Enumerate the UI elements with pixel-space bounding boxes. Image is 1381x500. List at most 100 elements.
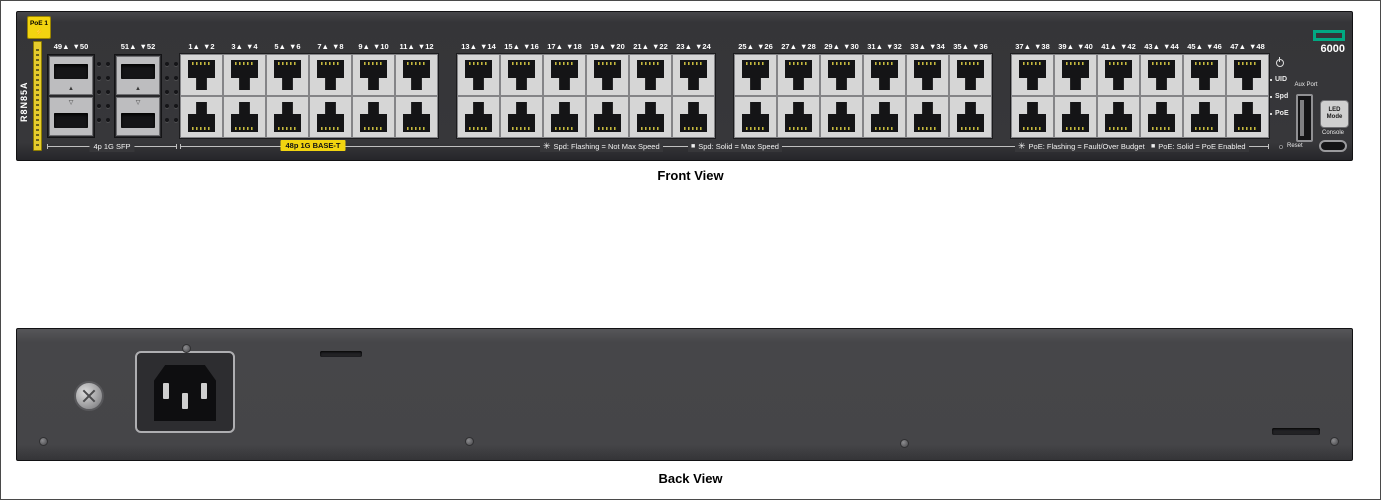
led-window: [1267, 78, 1272, 81]
rj45-pins: [364, 62, 383, 65]
rj45-port: [1140, 96, 1183, 138]
legend-text: Spd: Flashing = Not Max Speed: [553, 142, 660, 151]
led-label: Spd: [1275, 93, 1289, 100]
rj45-pins: [1195, 127, 1214, 130]
rj45-port: [906, 54, 949, 96]
ac-pin-left: [163, 383, 169, 399]
rj45-jack: [508, 102, 535, 132]
aux-port-label: Aux Port: [1294, 82, 1318, 88]
led-row: Spd: [1267, 88, 1289, 105]
grounding-screw: [74, 381, 104, 411]
port-number-label: 39▲: [1058, 42, 1074, 51]
rj45-jack: [785, 60, 812, 90]
ac-power-inlet: [154, 365, 216, 421]
port-number-label: ▼16: [523, 42, 539, 51]
rj45-pins: [1195, 62, 1214, 65]
led-hole: [165, 90, 169, 94]
rj45-jack: [1148, 102, 1175, 132]
rj45-jack: [1062, 102, 1089, 132]
rj45-port: [500, 96, 543, 138]
rj45-jack: [742, 102, 769, 132]
rj45-pins: [641, 127, 660, 130]
port-number-label: 35▲: [953, 42, 969, 51]
rj45-jack: [1105, 102, 1132, 132]
port-number-label: ▼42: [1120, 42, 1136, 51]
rj45-pins: [512, 127, 531, 130]
sfp-slot-opening: [121, 64, 155, 79]
rj45-jack: [317, 102, 344, 132]
sfp-port-label: ▼52: [139, 42, 156, 51]
port-number-label: 13▲: [461, 42, 477, 51]
power-rating-strip: [33, 41, 42, 151]
series-model-label: 6000: [1320, 43, 1345, 55]
aux-usb-port: [1296, 94, 1313, 142]
legend-text: PoE: Solid = PoE Enabled: [1158, 142, 1246, 151]
port-label-pair: 7▲▼8: [309, 39, 352, 54]
down-arrow-marker: ▽: [135, 100, 141, 106]
rj45-pins: [321, 62, 340, 65]
port-number-label: 45▲: [1187, 42, 1203, 51]
rj45-jack: [1191, 102, 1218, 132]
rj45-pins: [1066, 127, 1085, 130]
led-hole: [174, 104, 178, 108]
port-number-label: ▼6: [289, 42, 301, 51]
rj45-jack: [680, 60, 707, 90]
led-hole: [174, 118, 178, 122]
rj45-jack: [1019, 102, 1046, 132]
led-hole: [165, 104, 169, 108]
ac-pin-center: [182, 393, 188, 409]
rj45-pins: [789, 62, 808, 65]
rj45-port: [1011, 96, 1054, 138]
port-label-pair: 19▲▼20: [586, 39, 629, 54]
port-label-pair: 21▲▼22: [629, 39, 672, 54]
rj45-port: [1183, 54, 1226, 96]
rj45-jack: [403, 102, 430, 132]
rj45-pins: [875, 127, 894, 130]
screw: [465, 437, 474, 446]
reset-pinhole: [1279, 145, 1283, 149]
rj45-port: [629, 54, 672, 96]
rj45-pins: [918, 62, 937, 65]
rj45-port: [863, 54, 906, 96]
port-number-label: ▼28: [800, 42, 816, 51]
poe-rating-badge: PoE 1 ⚡: [27, 16, 51, 39]
led-hole: [106, 118, 110, 122]
led-row: PoE: [1267, 105, 1289, 122]
port-number-label: ▼32: [886, 42, 902, 51]
sfp-slot-opening: [121, 113, 155, 128]
port-number-label: 7▲: [317, 42, 329, 51]
port-label-pair: 3▲▼4: [223, 39, 266, 54]
rj45-port: [223, 54, 266, 96]
sfp-slot-opening: [54, 113, 88, 128]
rj45-port: [949, 96, 992, 138]
rj45-port: [543, 96, 586, 138]
port-number-label: 21▲: [633, 42, 649, 51]
port-number-label: ▼26: [757, 42, 773, 51]
port-number-label: 9▲: [358, 42, 370, 51]
screw: [1330, 437, 1339, 446]
legend-item: ✳PoE: Flashing = Fault/Over Budget: [1015, 141, 1148, 152]
rj45-port: [734, 96, 777, 138]
port-number-label: 37▲: [1015, 42, 1031, 51]
rj45-jack: [403, 60, 430, 90]
down-arrow-marker: ▽: [68, 100, 74, 106]
rj45-jack: [317, 60, 344, 90]
port-label-pair: 39▲▼40: [1054, 39, 1097, 54]
rj45-port: [1054, 96, 1097, 138]
rj45-jack: [637, 60, 664, 90]
rj45-port: [629, 96, 672, 138]
ac-inlet-plate: [135, 351, 235, 433]
usb-tongue: [1300, 100, 1304, 136]
sfp-cage: ▽: [116, 97, 160, 136]
back-view-caption: Back View: [658, 471, 723, 486]
port-number-label: 31▲: [867, 42, 883, 51]
port-label-pair: 41▲▼42: [1097, 39, 1140, 54]
rj45-jack: [1191, 60, 1218, 90]
port-grid: [734, 54, 992, 138]
led-holes: [165, 62, 178, 122]
switch-rear-panel: [16, 328, 1353, 461]
status-led-icon: [1276, 57, 1284, 67]
led-mode-button: LED Mode: [1320, 100, 1349, 128]
